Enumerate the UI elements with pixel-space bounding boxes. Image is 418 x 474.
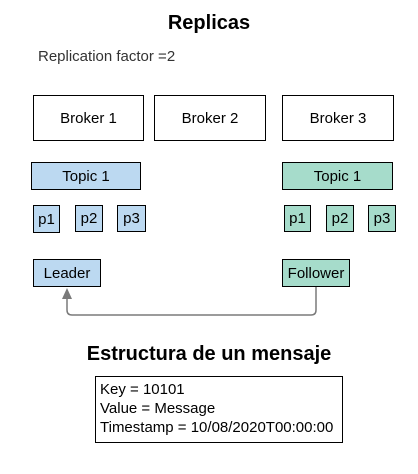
replication-factor-note: Replication factor =2 bbox=[38, 48, 176, 65]
replication-arrow-head bbox=[62, 288, 72, 299]
message-section-title: Estructura de un mensaje bbox=[86, 343, 332, 365]
topic-leader: Topic 1 bbox=[31, 162, 141, 190]
message-timestamp-line: Timestamp = 10/08/2020T00:00:00 bbox=[100, 419, 334, 436]
page-title: Replicas bbox=[167, 12, 251, 34]
partition-follower-p2: p2 bbox=[326, 205, 354, 232]
partition-leader-p3: p3 bbox=[117, 205, 146, 232]
message-structure-box: Key = 10101 Value = Message Timestamp = … bbox=[95, 376, 343, 443]
follower-label: Follower bbox=[282, 259, 350, 287]
broker-2: Broker 2 bbox=[154, 95, 266, 141]
partition-leader-p1: p1 bbox=[33, 205, 60, 233]
broker-3: Broker 3 bbox=[282, 95, 394, 141]
partition-follower-p1: p1 bbox=[284, 205, 311, 232]
message-value-line: Value = Message bbox=[100, 400, 216, 417]
message-key-line: Key = 10101 bbox=[100, 381, 185, 398]
partition-follower-p3: p3 bbox=[368, 205, 396, 232]
partition-leader-p2: p2 bbox=[75, 205, 103, 232]
leader-label: Leader bbox=[33, 259, 101, 287]
replication-arrow-line bbox=[66, 287, 317, 316]
broker-1: Broker 1 bbox=[33, 95, 144, 141]
topic-follower: Topic 1 bbox=[282, 162, 393, 190]
